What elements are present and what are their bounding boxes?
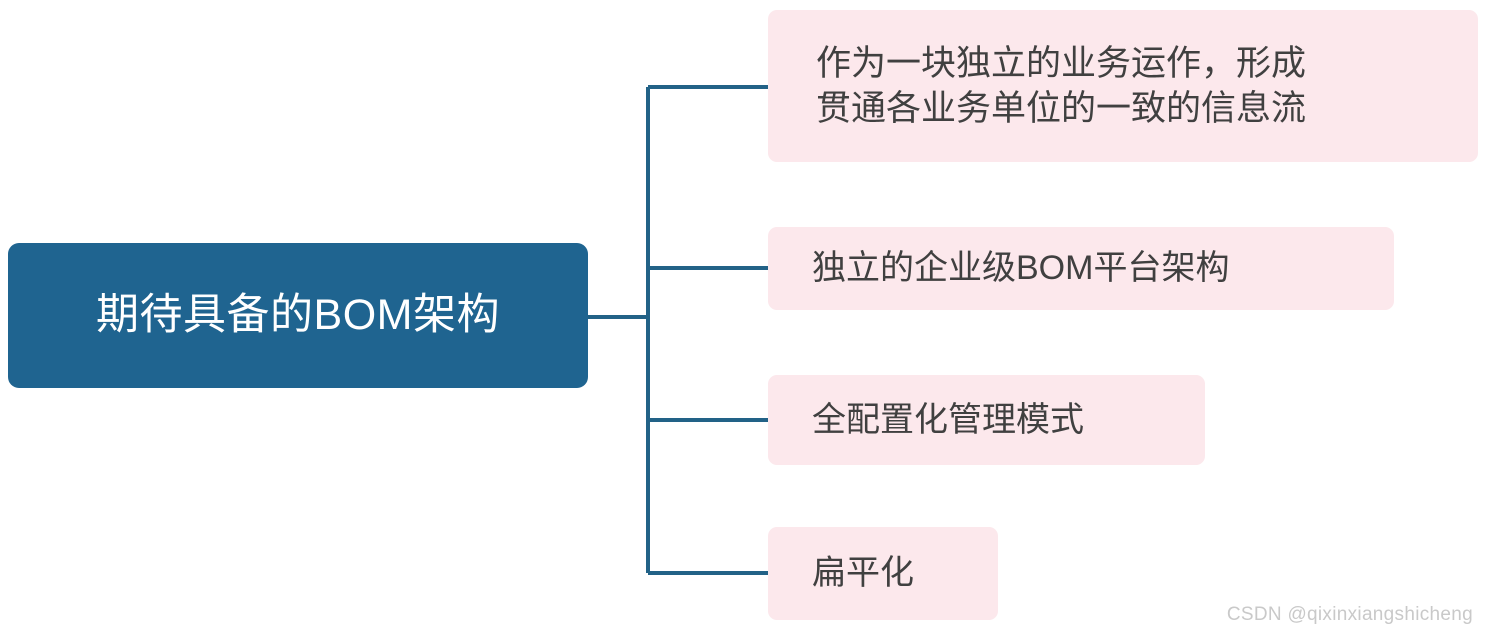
branch-node-3-label: 全配置化管理模式 — [812, 400, 1084, 439]
branch-node-4[interactable]: 扁平化 — [768, 527, 998, 620]
branch-node-2-label: 独立的企业级BOM平台架构 — [812, 249, 1230, 288]
branch-node-3[interactable]: 全配置化管理模式 — [768, 375, 1205, 465]
branch-node-4-label: 扁平化 — [812, 554, 914, 593]
root-node[interactable]: 期待具备的BOM架构 — [8, 243, 588, 388]
branch-node-1[interactable]: 作为一块独立的业务运作，形成 贯通各业务单位的一致的信息流 — [768, 10, 1478, 162]
branch-node-1-label: 作为一块独立的业务运作，形成 贯通各业务单位的一致的信息流 — [816, 43, 1307, 129]
watermark: CSDN @qixinxiangshicheng — [1226, 604, 1473, 625]
branch-node-2[interactable]: 独立的企业级BOM平台架构 — [768, 227, 1394, 310]
root-node-label: 期待具备的BOM架构 — [96, 291, 500, 340]
